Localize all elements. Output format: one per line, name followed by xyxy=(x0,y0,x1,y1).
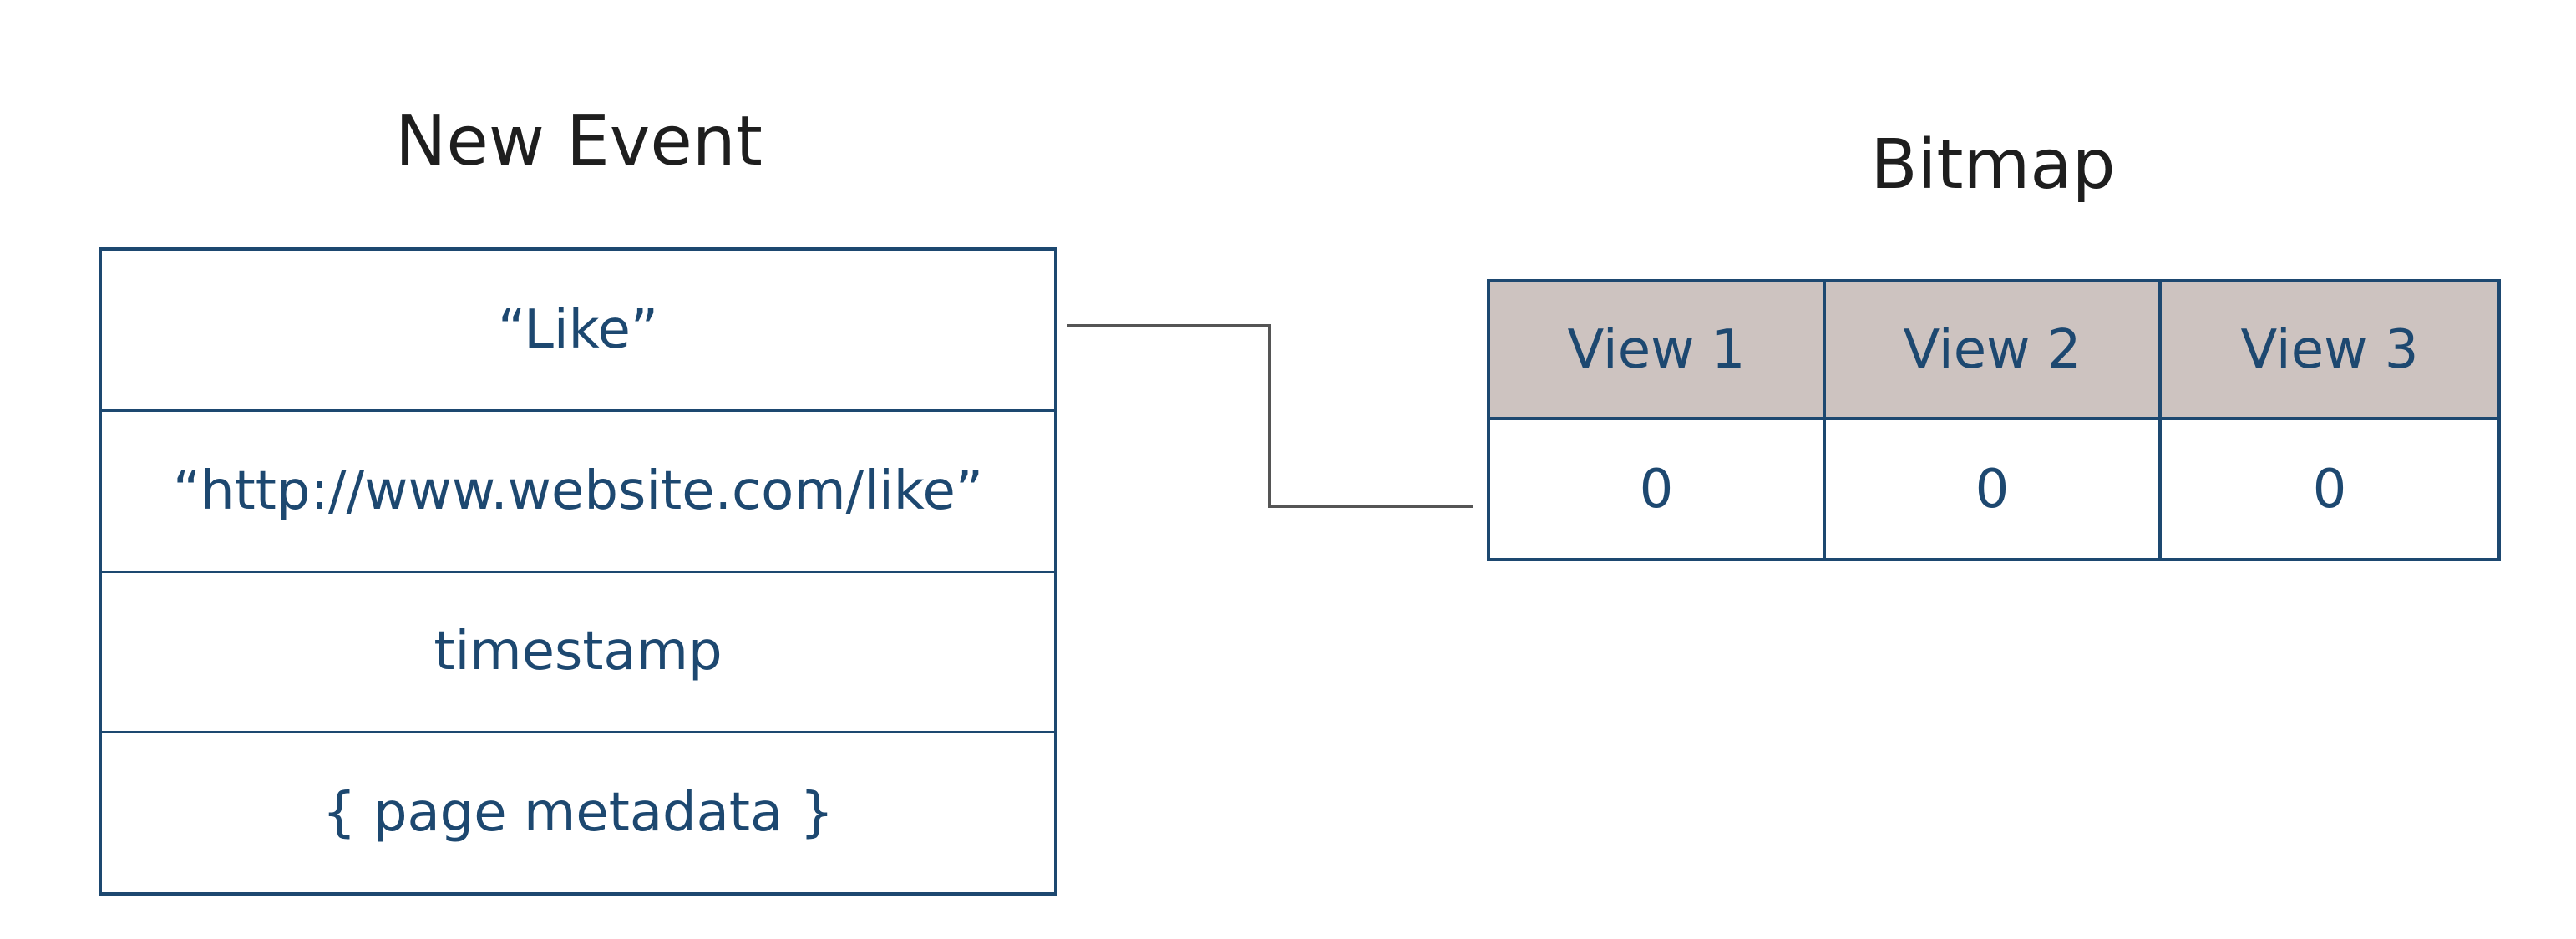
event-field-url: “http://www.website.com/like” xyxy=(102,412,1054,573)
bitmap-table: View 1 View 2 View 3 0 0 0 xyxy=(1487,279,2501,561)
event-field-like: “Like” xyxy=(102,251,1054,412)
new-event-title: New Event xyxy=(395,102,763,181)
event-field-page-metadata: { page metadata } xyxy=(322,782,834,845)
bitmap-title: Bitmap xyxy=(1870,125,2116,205)
bitmap-header-view-2: View 2 xyxy=(1826,282,2162,420)
bitmap-header-view-1: View 1 xyxy=(1490,282,1826,420)
bitmap-value-view-1: 0 xyxy=(1490,420,1826,558)
bitmap-value-view-3: 0 xyxy=(2312,458,2347,520)
event-table: “Like” “http://www.website.com/like” tim… xyxy=(99,247,1057,896)
bitmap-header-view-3: View 3 xyxy=(2162,282,2497,420)
bitmap-value-view-2: 0 xyxy=(1826,420,2162,558)
event-field-timestamp: timestamp xyxy=(102,573,1054,734)
